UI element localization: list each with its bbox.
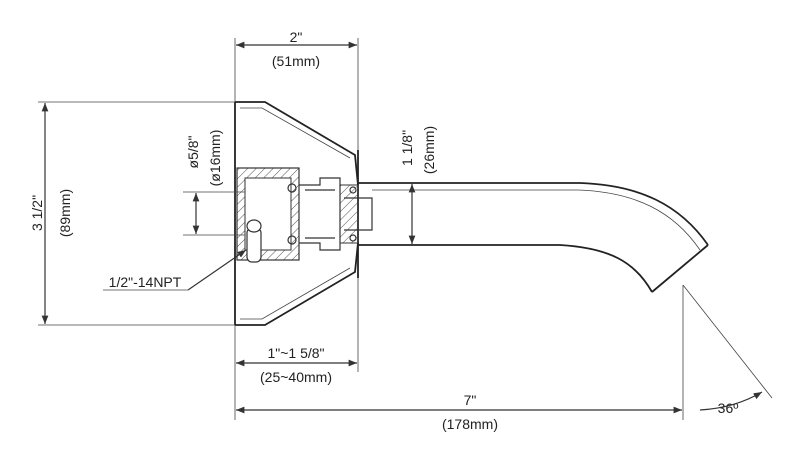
outlet-angle-label: 36º: [718, 400, 739, 416]
spout-tube: [358, 182, 709, 293]
dim-wall-range: 1"~1 5/8" (25~40mm): [234, 278, 359, 420]
dim-left-height-metric: (89mm): [57, 189, 73, 237]
dim-overall-length: 7" (178mm): [236, 285, 684, 432]
thread-callout: 1/2"-14NPT: [103, 249, 247, 291]
dim-bore-diameter: ø5/8" (ø16mm): [183, 130, 245, 236]
thread-label: 1/2"-14NPT: [109, 274, 182, 290]
fitting-body: [236, 167, 373, 263]
dim-left-height-imperial: 3 1/2": [29, 195, 45, 231]
dim-bore-diameter-imperial: ø5/8": [185, 135, 201, 168]
dim-overall-length-imperial: 7": [464, 392, 477, 408]
dim-left-height: 3 1/2" (89mm): [29, 101, 235, 326]
dim-top-width-metric: (51mm): [272, 53, 320, 69]
dim-top-width-imperial: 2": [290, 29, 303, 45]
dim-outlet-angle: 36º: [682, 284, 773, 416]
dim-overall-length-metric: (178mm): [442, 416, 498, 432]
dim-wall-range-imperial: 1"~1 5/8": [267, 345, 324, 361]
dim-bore-diameter-metric: (ø16mm): [207, 130, 223, 187]
dim-spout-height-metric: (26mm): [421, 126, 437, 174]
dim-top-width: 2" (51mm): [234, 29, 359, 150]
dim-spout-height-imperial: 1 1/8": [399, 130, 415, 166]
dim-wall-range-metric: (25~40mm): [260, 369, 332, 385]
dim-spout-height: 1 1/8" (26mm): [399, 126, 437, 244]
